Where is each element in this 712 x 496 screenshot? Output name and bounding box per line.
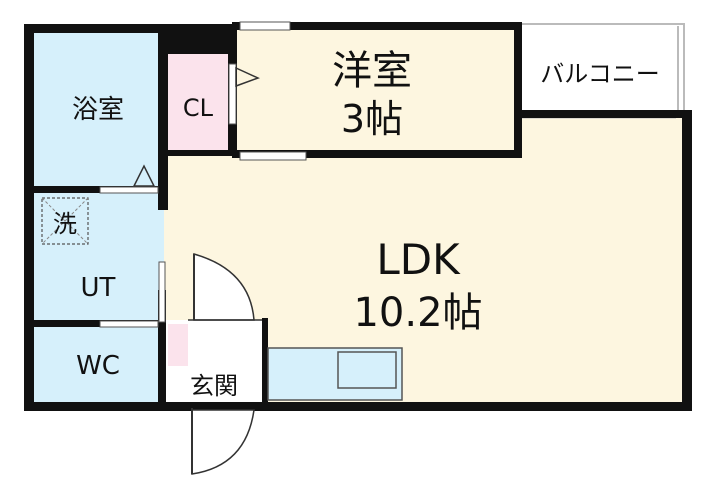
washer-box	[41, 197, 89, 245]
room-ldk-upper-right	[516, 118, 682, 158]
kitchen-counter	[267, 347, 403, 401]
openings	[99, 21, 307, 328]
door-swing-closet	[235, 66, 260, 88]
room-utility	[32, 190, 164, 325]
room-toilet	[32, 325, 164, 405]
room-bath	[32, 30, 164, 190]
label-utility: UT	[81, 273, 116, 303]
label-bath: 浴室	[72, 95, 124, 125]
label-balcony: バルコニー	[540, 60, 660, 88]
label-entrance: 玄関	[190, 372, 238, 400]
door-swing-bath	[132, 164, 156, 187]
balcony-area	[519, 23, 685, 117]
room-western	[232, 28, 520, 152]
label-western: 洋室	[332, 48, 412, 94]
entrance-step	[168, 324, 188, 366]
label-closet: CL	[183, 94, 214, 122]
kitchen-sink	[337, 351, 397, 389]
label-washer: 洗	[53, 210, 77, 238]
label-western-size: 3帖	[341, 97, 403, 141]
room-closet	[164, 52, 232, 154]
door-arc-front	[191, 409, 255, 475]
label-ldk-size: 10.2帖	[353, 290, 482, 336]
label-toilet: WC	[76, 351, 120, 381]
label-ldk: LDK	[376, 235, 461, 284]
